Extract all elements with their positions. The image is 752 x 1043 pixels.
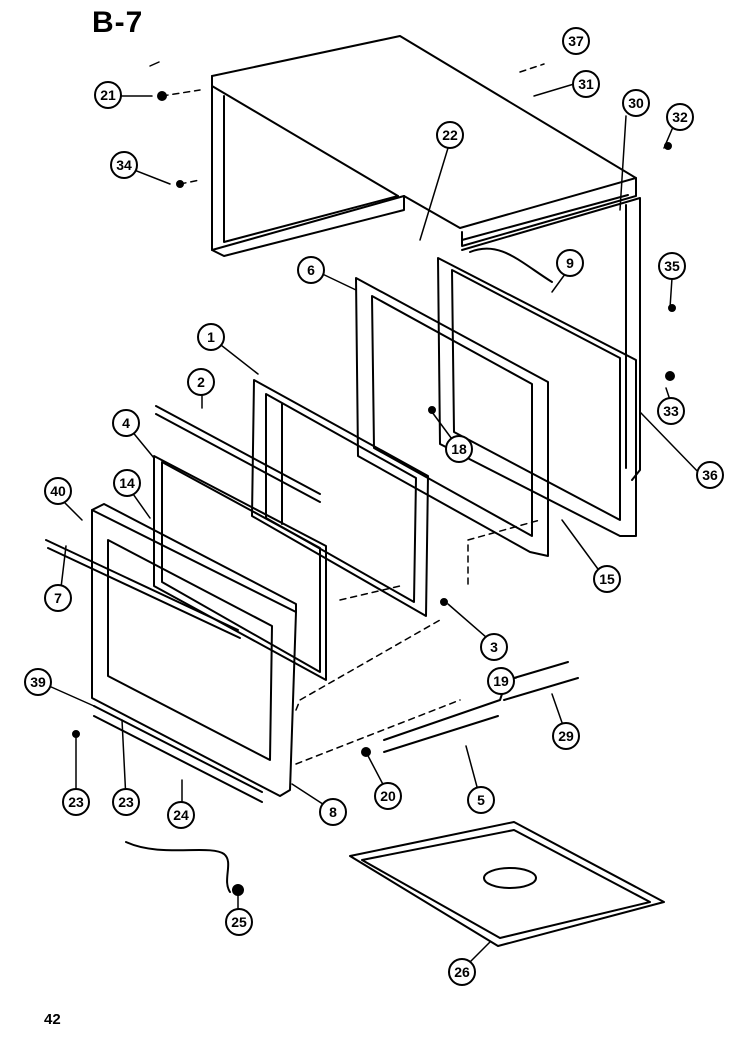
callout-5: 5	[467, 786, 495, 814]
callout-29: 29	[552, 722, 580, 750]
callout-37: 37	[562, 27, 590, 55]
callout-23-left: 23	[62, 788, 90, 816]
callout-34: 34	[110, 151, 138, 179]
callout-30: 30	[622, 89, 650, 117]
callout-26: 26	[448, 958, 476, 986]
callout-24: 24	[167, 801, 195, 829]
spring	[503, 677, 579, 701]
rear-frame	[437, 247, 637, 537]
svg-text:25: 25	[231, 914, 247, 930]
callout-14: 14	[113, 469, 141, 497]
inner-frame	[355, 277, 549, 557]
seal-strip	[155, 405, 321, 503]
callout-9: 9	[556, 249, 584, 277]
svg-text:31: 31	[578, 76, 594, 92]
callout-19: 19	[487, 667, 515, 695]
svg-text:14: 14	[119, 475, 135, 491]
svg-text:32: 32	[672, 109, 688, 125]
svg-text:23: 23	[68, 794, 84, 810]
bottom-tray	[349, 821, 665, 947]
callout-4: 4	[112, 409, 140, 437]
diagram-title: B-7	[92, 6, 144, 39]
svg-text:35: 35	[664, 258, 680, 274]
svg-text:37: 37	[568, 33, 584, 49]
svg-text:22: 22	[442, 127, 458, 143]
callout-6: 6	[297, 256, 325, 284]
svg-text:19: 19	[493, 673, 509, 689]
pin	[513, 661, 569, 679]
svg-text:3: 3	[490, 639, 498, 655]
callout-21: 21	[94, 81, 122, 109]
fasteners	[72, 91, 676, 896]
svg-text:40: 40	[50, 483, 66, 499]
svg-text:34: 34	[116, 157, 132, 173]
svg-text:2: 2	[197, 374, 205, 390]
callout-32: 32	[666, 103, 694, 131]
svg-text:36: 36	[702, 467, 718, 483]
callout-35: 35	[658, 252, 686, 280]
callout-20: 20	[374, 782, 402, 810]
svg-text:1: 1	[207, 329, 215, 345]
door-glass	[153, 455, 327, 681]
side-panel	[461, 197, 641, 481]
hinge-bar	[93, 705, 263, 803]
callout-15: 15	[593, 565, 621, 593]
callout-23-right: 23	[112, 788, 140, 816]
inner-glass	[251, 379, 429, 617]
svg-text:18: 18	[451, 441, 467, 457]
svg-text:21: 21	[100, 87, 116, 103]
svg-text:4: 4	[122, 415, 130, 431]
svg-text:9: 9	[566, 255, 574, 271]
svg-text:8: 8	[329, 804, 337, 820]
callout-8: 8	[319, 798, 347, 826]
callout-1: 1	[197, 323, 225, 351]
svg-text:6: 6	[307, 262, 315, 278]
svg-text:15: 15	[599, 571, 615, 587]
dashed-leaders	[161, 63, 545, 765]
svg-text:5: 5	[477, 792, 485, 808]
callout-36: 36	[696, 461, 724, 489]
wire-assembly	[125, 841, 231, 893]
svg-text:33: 33	[663, 403, 679, 419]
callout-3: 3	[480, 633, 508, 661]
svg-text:39: 39	[30, 674, 46, 690]
callout-31: 31	[572, 70, 600, 98]
svg-text:24: 24	[173, 807, 189, 823]
callout-25: 25	[225, 908, 253, 936]
door-handle	[45, 539, 241, 639]
svg-text:26: 26	[454, 964, 470, 980]
callout-2: 2	[187, 368, 215, 396]
callout-22: 22	[436, 121, 464, 149]
svg-text:20: 20	[380, 788, 396, 804]
callout-40: 40	[44, 477, 72, 505]
svg-text:23: 23	[118, 794, 134, 810]
page-number: 42	[44, 1011, 61, 1028]
svg-text:7: 7	[54, 590, 62, 606]
svg-text:29: 29	[558, 728, 574, 744]
leader-lines	[39, 61, 703, 971]
callout-7: 7	[44, 584, 72, 612]
callout-39: 39	[24, 668, 52, 696]
callout-33: 33	[657, 397, 685, 425]
outer-cabinet	[211, 35, 637, 257]
outer-door	[91, 503, 297, 797]
callout-18: 18	[445, 435, 473, 463]
hinge-arm	[383, 687, 505, 753]
svg-text:30: 30	[628, 95, 644, 111]
